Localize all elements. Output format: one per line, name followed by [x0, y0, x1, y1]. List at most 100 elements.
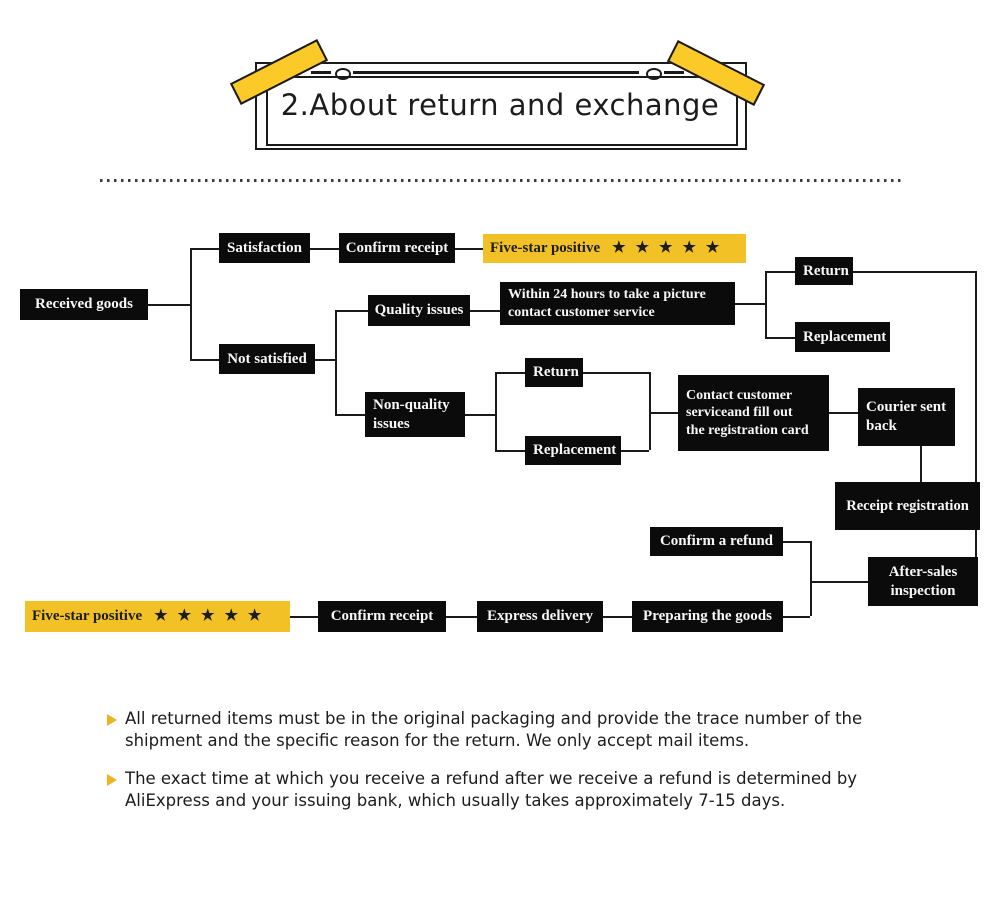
flow-connector [829, 412, 858, 414]
flow-node-quality-issues: Quality issues [368, 295, 470, 326]
flow-node-label: Return [803, 262, 849, 279]
five-star-rating-icon: ★★★★★ [154, 608, 272, 624]
flow-node-label: Confirm a refund [659, 533, 774, 550]
flow-node-satisfaction: Satisfaction [219, 233, 310, 263]
flow-connector [190, 248, 219, 250]
flow-connector [446, 616, 477, 618]
title-banner: 2.About return and exchange [0, 0, 1000, 170]
flow-connector [649, 412, 678, 414]
note-item: All returned items must be in the origin… [107, 708, 862, 752]
flow-node-five-star-bottom: Five-star positive★★★★★ [25, 601, 290, 632]
flow-node-label: Within 24 hours to take a picture [508, 287, 706, 302]
flow-connector [335, 414, 365, 416]
flow-node-label: Received goods [35, 296, 133, 313]
flow-node-return-top: Return [795, 257, 853, 285]
flow-node-not-satisfied: Not satisfied [219, 344, 315, 374]
flow-node-label: Confirm receipt [345, 239, 449, 256]
flow-node-five-star-top: Five-star positive ★★★★★ [483, 234, 746, 263]
flow-connector [495, 450, 525, 452]
flow-node-label: Contact customer [686, 387, 793, 403]
flow-node-label: contact customer service [508, 304, 655, 320]
rule-dash-right [664, 71, 684, 74]
flow-connector [975, 530, 977, 557]
flow-node-label: Confirm receipt [330, 608, 434, 625]
five-star-rating-icon: ★★★★★ [612, 240, 730, 256]
note-line: The exact time at which you receive a re… [125, 769, 858, 788]
flow-node-confirm-receipt-top: Confirm receipt [339, 233, 455, 263]
flow-node-label: After-sales [888, 563, 958, 580]
flow-connector [649, 372, 651, 450]
flow-node-label: Satisfaction [227, 239, 302, 256]
note-line: shipment and the specific reason for the… [125, 731, 750, 750]
flow-node-non-quality-issues: Non-quality issues [365, 392, 465, 437]
flow-connector [765, 271, 795, 273]
flow-node-receipt-registration: Receipt registration [835, 482, 980, 530]
note-line: All returned items must be in the origin… [125, 709, 863, 728]
flow-node-label: Replacement [533, 442, 617, 459]
flow-connector [783, 541, 810, 543]
flow-connector [148, 304, 190, 306]
flow-connector [621, 450, 649, 452]
flow-connector [465, 414, 495, 416]
flow-connector [315, 359, 335, 361]
flow-node-label: back [866, 418, 897, 434]
flow-connector [583, 372, 649, 374]
flow-connector [765, 337, 795, 339]
flow-node-received-goods: Received goods [20, 289, 148, 320]
bullet-triangle-icon [107, 714, 117, 726]
rule-dash-left [311, 71, 331, 74]
flow-node-preparing-the-goods: Preparing the goods [632, 601, 783, 632]
rule-line [353, 71, 639, 74]
flow-node-replacement-mid: Replacement [525, 436, 621, 465]
flow-connector [853, 271, 975, 273]
flow-node-label: Receipt registration [846, 497, 969, 514]
flow-node-label: Express delivery [487, 608, 593, 625]
flow-connector [975, 271, 977, 482]
flow-node-label: Return [533, 364, 579, 381]
note-text: The exact time at which you receive a re… [125, 768, 857, 812]
flow-connector [783, 616, 810, 618]
flow-node-label: inspection [890, 582, 956, 599]
title-inner-frame [266, 76, 738, 146]
flow-node-label: Courier sent [866, 399, 947, 416]
flow-node-after-sales-inspection: After-sales inspection [868, 557, 978, 606]
flow-node-label: Five-star positive [490, 240, 601, 257]
flow-connector [495, 372, 525, 374]
note-line: AliExpress and your issuing bank, which … [125, 791, 786, 810]
flow-node-label: Preparing the goods [643, 608, 772, 625]
flow-node-label: Replacement [803, 328, 887, 345]
flow-connector [810, 581, 868, 583]
note-item: The exact time at which you receive a re… [107, 768, 857, 812]
dotted-divider [100, 179, 901, 182]
flow-node-label: Non-quality [373, 396, 450, 413]
flow-node-label: serviceand fill out [686, 405, 793, 421]
flow-node-replacement-top: Replacement [795, 322, 890, 352]
flow-node-label: issues [373, 415, 410, 432]
page-title: 2.About return and exchange [280, 88, 720, 122]
flow-node-return-mid: Return [525, 358, 583, 387]
flow-connector [470, 310, 500, 312]
flow-connector [495, 372, 497, 450]
flow-node-label: the registration card [686, 422, 809, 438]
flow-connector [920, 446, 922, 482]
flow-connector [765, 271, 767, 337]
flow-connector [290, 616, 318, 618]
flow-connector [335, 310, 368, 312]
flow-node-confirm-receipt-bottom: Confirm receipt [318, 601, 446, 632]
flow-node-confirm-a-refund: Confirm a refund [650, 527, 783, 556]
flow-node-label: Not satisfied [227, 350, 307, 367]
flow-connector [335, 310, 337, 414]
flow-node-express-delivery: Express delivery [477, 601, 603, 632]
flow-connector [310, 248, 339, 250]
note-text: All returned items must be in the origin… [125, 708, 862, 752]
flow-connector [190, 248, 192, 359]
flow-connector [735, 303, 765, 305]
bullet-triangle-icon [107, 774, 117, 786]
flow-connector [810, 541, 812, 616]
flow-node-label: Quality issues [374, 302, 464, 319]
flow-node-within-24-hours: Within 24 hours to take a picture contact… [500, 282, 735, 325]
flow-connector [603, 616, 632, 618]
flow-node-courier-sent-back: Courier sent back [858, 388, 955, 446]
